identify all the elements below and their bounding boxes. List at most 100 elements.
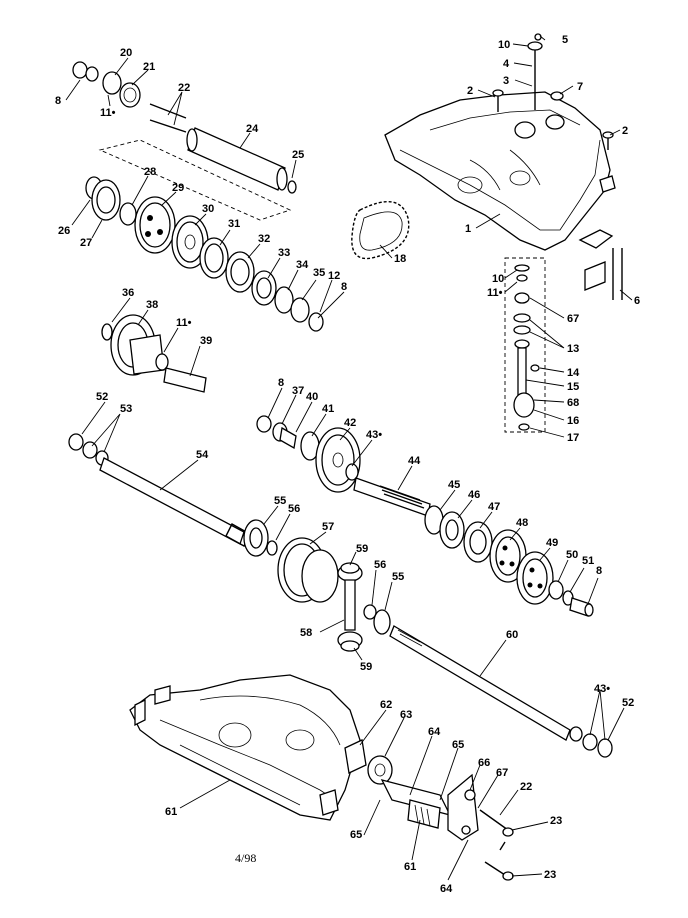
- differential-57: [277, 537, 339, 603]
- part-label: 58: [300, 627, 312, 639]
- part-label: 64: [440, 883, 453, 895]
- dashed-outline-upper: [98, 139, 292, 221]
- part-label: 47: [488, 501, 500, 513]
- part-label: 8: [596, 565, 602, 577]
- footer-date: 4/98: [235, 851, 256, 865]
- part-label: 5: [562, 34, 568, 46]
- part-labels: 5 10 4 3 2 7 2 1 6 10 11• 67 13 14 15 68…: [55, 34, 640, 895]
- part-label: 67: [496, 767, 508, 779]
- part-label: 34: [296, 259, 309, 271]
- part-label: 33: [278, 247, 290, 259]
- part-label: 57: [322, 521, 334, 533]
- part-label: 49: [546, 537, 558, 549]
- part-label: 6: [634, 295, 640, 307]
- part-label: 55: [392, 571, 404, 583]
- part-label: 26: [58, 225, 70, 237]
- part-label: 35: [313, 267, 325, 279]
- part-label: 11•: [176, 317, 192, 329]
- part-label: 31: [228, 218, 240, 230]
- part-label: 12: [328, 270, 340, 282]
- part-label: 11•: [100, 107, 116, 119]
- part-label: 11•: [487, 287, 503, 299]
- part-label: 65: [350, 829, 362, 841]
- axle-support: [344, 739, 514, 881]
- part-label: 22: [178, 82, 190, 94]
- shaft-54: [68, 433, 278, 557]
- part-label: 50: [566, 549, 578, 561]
- part-label: 17: [567, 432, 579, 444]
- part-label: 30: [202, 203, 214, 215]
- part-label: 18: [394, 253, 406, 265]
- part-label: 55: [274, 495, 286, 507]
- part-label: 59: [360, 661, 372, 673]
- part-label: 13: [567, 343, 579, 355]
- part-label: 52: [96, 391, 108, 403]
- part-label: 2: [622, 125, 628, 137]
- part-label: 46: [468, 489, 480, 501]
- part-label: 22: [520, 781, 532, 793]
- part-label: 64: [428, 726, 441, 738]
- gear-stack-upper: [85, 176, 324, 332]
- shaft-60: [389, 625, 613, 758]
- part-label: 16: [567, 415, 579, 427]
- part-label: 52: [622, 697, 634, 709]
- part-label: 14: [567, 367, 580, 379]
- part-label: 10: [498, 39, 510, 51]
- part-label: 63: [400, 709, 412, 721]
- leader-lines: [65, 35, 633, 881]
- part-label: 15: [567, 381, 579, 393]
- part-label: 66: [478, 757, 490, 769]
- part-label: 43•: [366, 429, 382, 441]
- part-label: 43•: [594, 683, 610, 695]
- part-label: 8: [341, 281, 347, 293]
- artwork: [65, 33, 633, 881]
- part-label: 56: [288, 503, 300, 515]
- part-label: 59: [356, 543, 368, 555]
- chain-18: [351, 201, 410, 260]
- part-label: 27: [80, 237, 92, 249]
- part-label: 36: [122, 287, 134, 299]
- housing-1: [384, 91, 616, 251]
- part-label: 67: [567, 313, 579, 325]
- part-label: 24: [246, 123, 259, 135]
- part-label: 41: [322, 403, 334, 415]
- part-label: 1: [465, 223, 471, 235]
- part-label: 20: [120, 47, 132, 59]
- part-label: 38: [146, 299, 158, 311]
- part-label: 56: [374, 559, 386, 571]
- part-label: 62: [380, 699, 392, 711]
- part-label: 68: [567, 397, 579, 409]
- part-label: 61: [165, 806, 177, 818]
- part-label: 42: [344, 417, 356, 429]
- shift-assembly: [513, 264, 540, 431]
- part-label: 7: [577, 81, 583, 93]
- part-label: 45: [448, 479, 460, 491]
- part-label: 39: [200, 335, 212, 347]
- shaft-44: [256, 415, 594, 617]
- bevel-gears: [337, 562, 391, 652]
- shaft-24: [72, 61, 297, 194]
- part-label: 8: [55, 95, 61, 107]
- gear-38-shaft-39: [101, 314, 207, 393]
- part-label: 25: [292, 149, 304, 161]
- part-label: 21: [143, 61, 155, 73]
- part-label: 8: [278, 377, 284, 389]
- part-label: 2: [467, 85, 473, 97]
- part-label: 4: [503, 58, 510, 70]
- part-label: 28: [144, 166, 156, 178]
- part-label: 10: [492, 273, 504, 285]
- part-label: 32: [258, 233, 270, 245]
- part-label: 29: [172, 182, 184, 194]
- part-label: 51: [582, 555, 594, 567]
- part-label: 65: [452, 739, 464, 751]
- part-label: 44: [408, 455, 421, 467]
- part-label: 53: [120, 403, 132, 415]
- part-label: 48: [516, 517, 528, 529]
- part-label: 23: [550, 815, 562, 827]
- part-label: 40: [306, 391, 318, 403]
- housing-61: [129, 674, 361, 821]
- part-label: 61: [404, 861, 416, 873]
- part-label: 37: [292, 385, 304, 397]
- part-label: 60: [506, 629, 518, 641]
